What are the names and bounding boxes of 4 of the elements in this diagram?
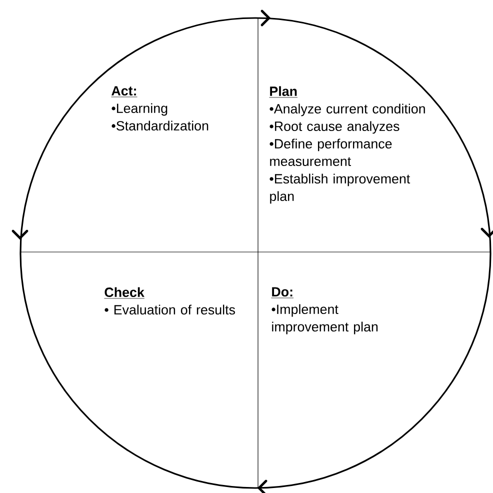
text-block: Plan •Analyze current condition •Root cause analyzes •Define performance measurement •Establish improvement plan: [269, 86, 425, 204]
text-block: Do: •Implement improvement plan: [271, 287, 378, 334]
text-block: Check • Evaluation of results: [104, 287, 235, 315]
text-block: Act: •Learning •Standardization: [111, 86, 208, 131]
